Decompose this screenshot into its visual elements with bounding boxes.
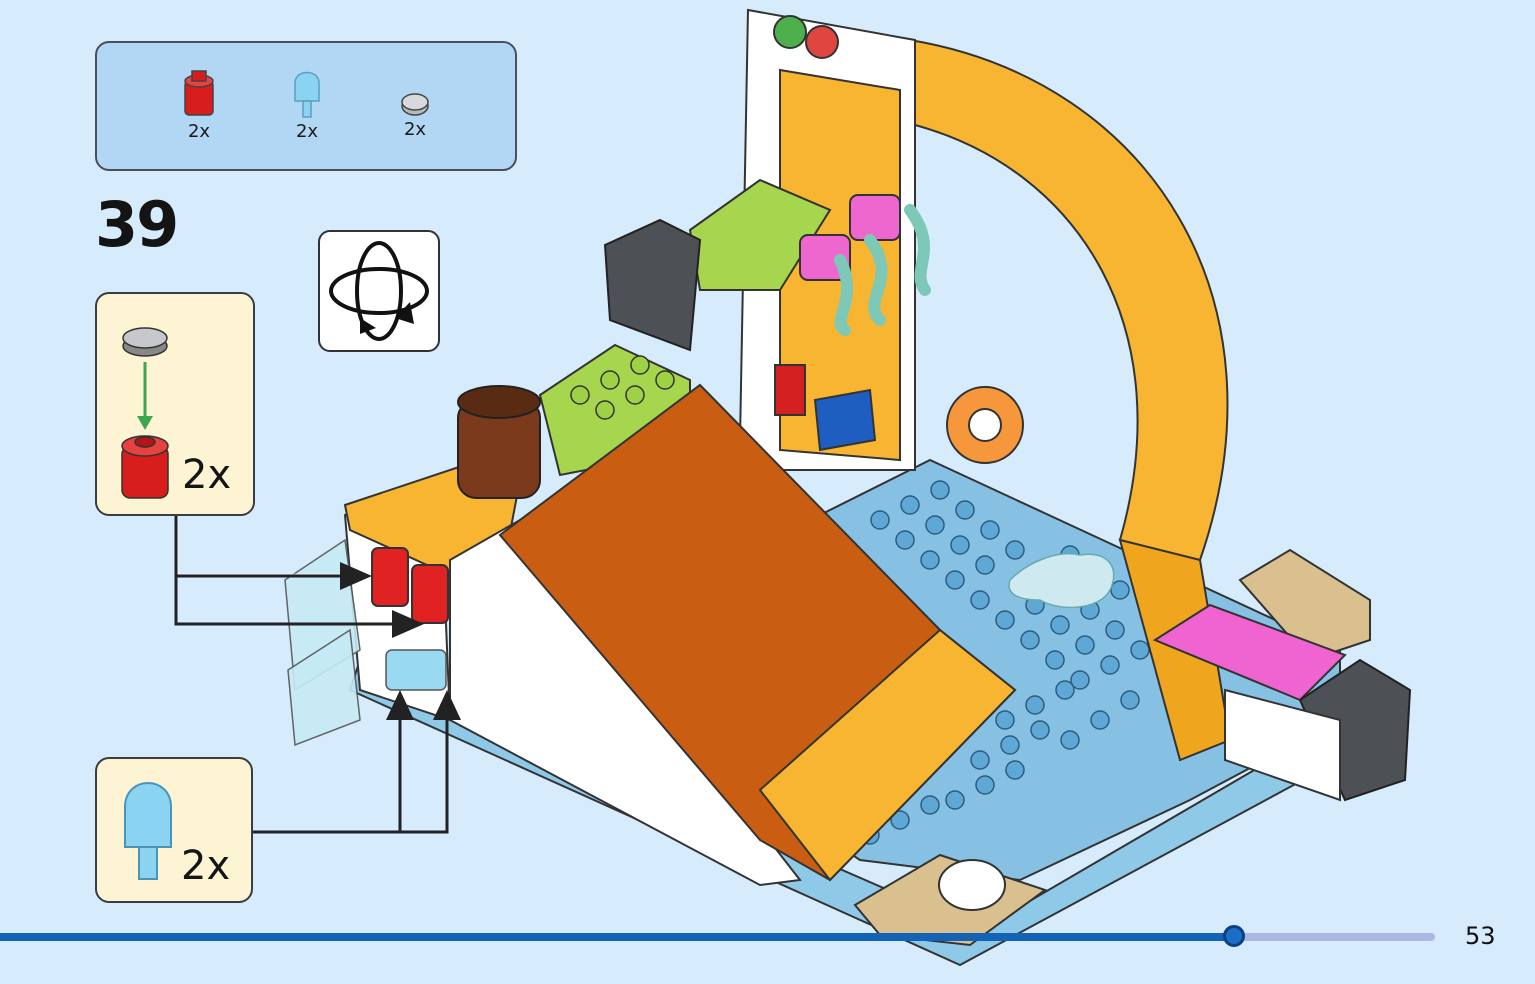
silver-round-tile-icon	[401, 93, 429, 116]
progress-fill	[0, 933, 1234, 941]
step-number: 39	[95, 188, 179, 261]
rotate-model-panel	[318, 230, 440, 352]
sub-assembly-callout: 2x	[95, 292, 255, 516]
rotate-model-icon	[329, 241, 429, 341]
part-qty: 2x	[187, 121, 211, 142]
progress-bar	[0, 933, 1435, 941]
parts-list-item: 2x	[277, 65, 337, 142]
progress-knob	[1223, 925, 1245, 947]
parts-list-item: 2x	[169, 67, 229, 142]
ice-lolly-icon	[124, 782, 172, 880]
page-number: 53	[1465, 922, 1496, 950]
tile-on-red-brick-icon	[121, 327, 169, 499]
parts-list-panel: 2x 2x 2x	[95, 41, 517, 171]
callout-qty: 2x	[181, 843, 231, 889]
part-qty: 2x	[403, 119, 427, 140]
part-qty: 2x	[295, 121, 319, 142]
parts-list-item: 2x	[385, 91, 445, 140]
trans-blue-ice-lolly-icon	[294, 71, 320, 118]
callout-qty: 2x	[182, 452, 232, 498]
red-round-brick-icon	[184, 70, 214, 116]
sub-assembly-callout: 2x	[95, 757, 253, 903]
